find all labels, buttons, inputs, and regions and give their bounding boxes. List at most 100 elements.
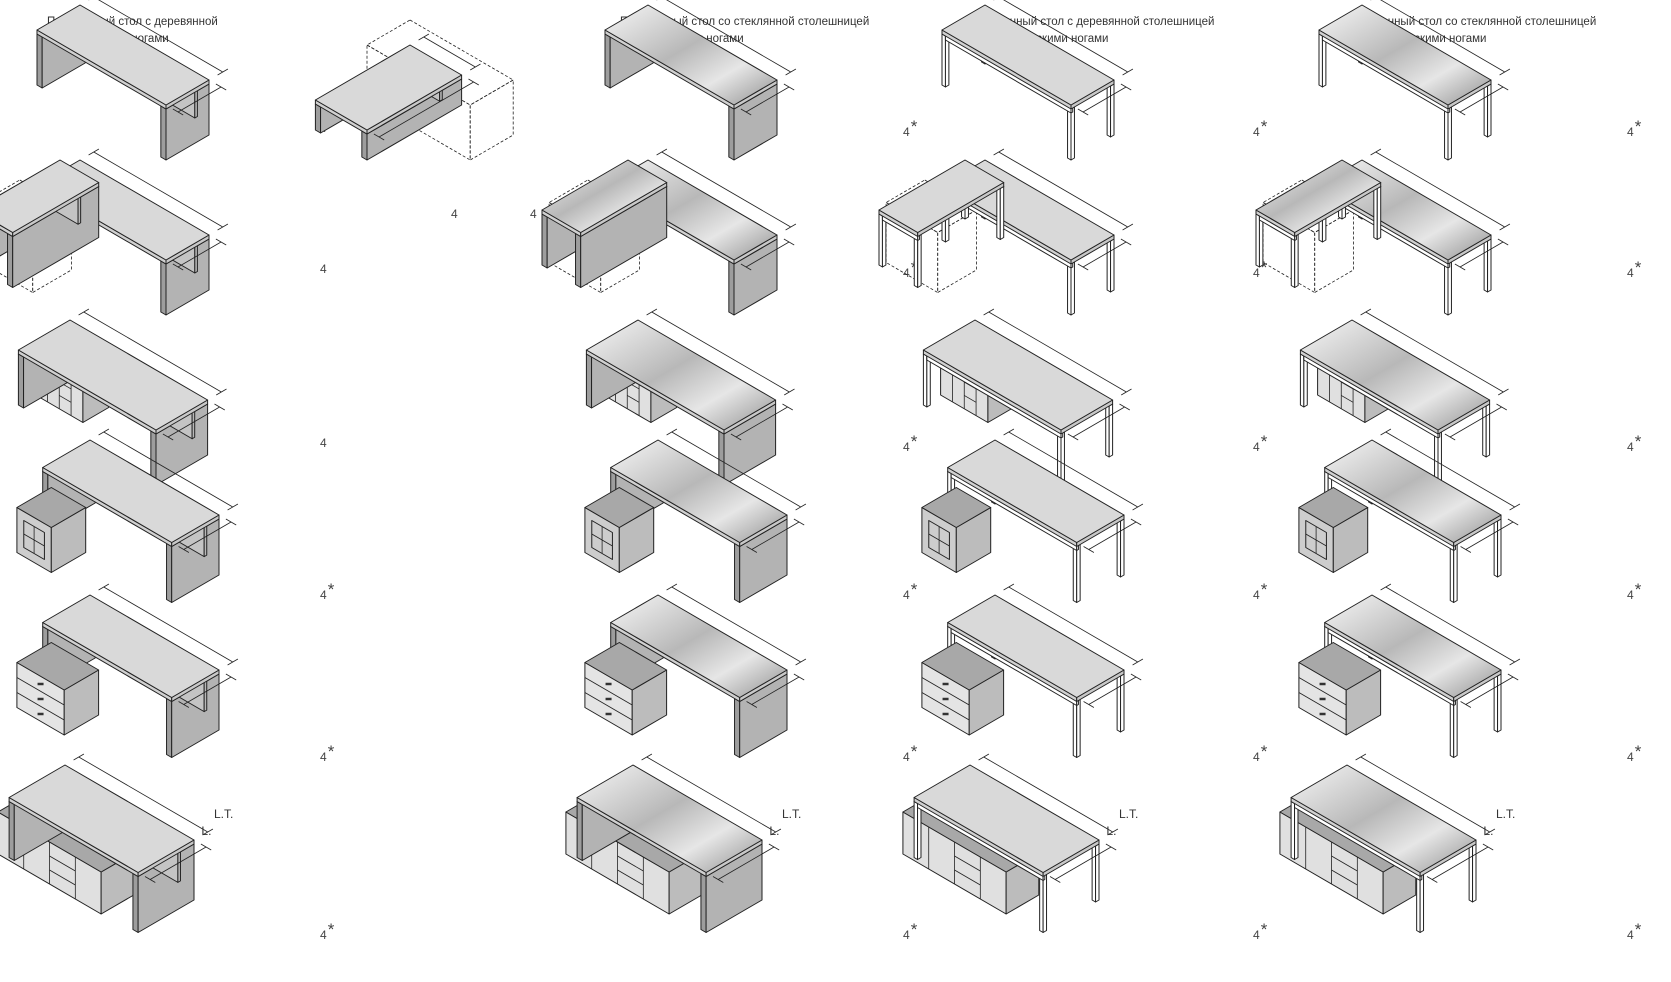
- footnote-marker: 4*: [320, 742, 334, 766]
- desk-drawing-r1-c2: [604, 0, 797, 161]
- desk-drawing-r4-c4: [1298, 428, 1521, 603]
- footnote-number: 4: [1253, 588, 1260, 602]
- footnote-asterisk: *: [1634, 432, 1642, 451]
- desk-drawing-r3-c4: [1299, 308, 1509, 486]
- footnote-asterisk: *: [1260, 580, 1268, 599]
- desk-drawing-r6-c2: L.T.L.: [565, 753, 801, 933]
- desk-drawing-r5-c1: [16, 583, 239, 758]
- footnote-marker: 4*: [1627, 742, 1641, 766]
- footnote-asterisk: *: [910, 742, 918, 761]
- footnote-asterisk: *: [1634, 258, 1642, 277]
- footnote-asterisk: *: [327, 920, 335, 939]
- desk-drawing-r2-c2: [541, 148, 797, 316]
- footnote-number: 4: [1253, 750, 1260, 764]
- footnote-number: 4: [320, 750, 327, 764]
- dimension-label-lt: L.T.: [1496, 807, 1515, 821]
- footnote-asterisk: *: [327, 742, 335, 761]
- footnote-asterisk: *: [1260, 258, 1268, 277]
- footnote-marker: 4*: [1627, 580, 1641, 604]
- footnote-asterisk: *: [1260, 117, 1268, 136]
- footnote-asterisk: *: [327, 580, 335, 599]
- dimension-label-lt: L.T.: [782, 807, 801, 821]
- footnote-marker: 4*: [1627, 920, 1641, 944]
- footnote-asterisk: *: [1634, 920, 1642, 939]
- footnote-asterisk: *: [910, 117, 918, 136]
- desk-drawing-r1-c4: [1318, 0, 1511, 161]
- footnote-number: 4: [1627, 125, 1634, 139]
- desk-drawing-r1-c3: [941, 0, 1134, 161]
- footnote-number: 4: [1253, 440, 1260, 454]
- dimension-label-l: L.: [1483, 824, 1493, 838]
- dimension-label-l: L.: [769, 824, 779, 838]
- dimension-label-lt: L.T.: [214, 807, 233, 821]
- footnote-number: 4: [903, 266, 910, 280]
- desk-drawing-r4-c3: [921, 428, 1144, 603]
- footnote-number: 4: [1627, 266, 1634, 280]
- desk-drawing-r3-c1: [17, 308, 227, 486]
- footnote-marker: 4*: [1253, 580, 1267, 604]
- footnote-number: 4: [903, 928, 910, 942]
- footnote-asterisk: *: [1260, 742, 1268, 761]
- footnote-marker: 4*: [1627, 258, 1641, 282]
- dimension-label-l: L.: [201, 824, 211, 838]
- desk-drawing-r3-c2: [585, 308, 795, 486]
- footnote-number: 4: [1253, 125, 1260, 139]
- desk-drawing-r4-c1: [16, 428, 239, 603]
- footnote-marker: 4*: [320, 920, 334, 944]
- footnote-number: 4: [1253, 928, 1260, 942]
- footnote-number: 4: [1253, 266, 1260, 280]
- footnote-marker: 4*: [1253, 432, 1267, 456]
- column-heading-line: Письменный стол с деревянной столешницей: [969, 16, 1215, 28]
- footnote-marker: 4: [320, 262, 327, 276]
- desk-drawing-r6-c3: L.T.L.: [902, 753, 1138, 933]
- footnote-marker: 4*: [1253, 258, 1267, 282]
- footnote-asterisk: *: [1260, 432, 1268, 451]
- footnote-number: 4: [1627, 588, 1634, 602]
- footnote-number: 4: [530, 207, 537, 221]
- footnote-marker: 4*: [1253, 920, 1267, 944]
- footnote-number: 4: [903, 750, 910, 764]
- desk-drawing-r4-c2: [584, 428, 807, 603]
- footnote-number: 4: [1627, 750, 1634, 764]
- footnote-number: 4: [320, 588, 327, 602]
- footnote-marker: 4*: [1627, 432, 1641, 456]
- footnote-asterisk: *: [1260, 920, 1268, 939]
- footnote-number: 4: [903, 125, 910, 139]
- footnote-asterisk: *: [1634, 580, 1642, 599]
- footnote-number: 4: [1627, 440, 1634, 454]
- desk-drawing-r2-c3: [878, 148, 1134, 316]
- footnote-marker: 4*: [1253, 117, 1267, 141]
- footnote-number: 4: [903, 588, 910, 602]
- footnote-marker: 4*: [1627, 117, 1641, 141]
- footnote-number: 4: [451, 207, 458, 221]
- desk-drawing-r1-c1: [36, 0, 229, 161]
- desk-extension-drawing: [314, 19, 514, 161]
- desk-drawing-r6-c4: L.T.L.: [1279, 753, 1515, 933]
- desk-drawing-r5-c3: [921, 583, 1144, 758]
- footnote-asterisk: *: [910, 920, 918, 939]
- footnote-asterisk: *: [1634, 117, 1642, 136]
- footnote-marker: 4*: [903, 580, 917, 604]
- footnote-number: 4: [320, 436, 327, 450]
- footnote-asterisk: *: [910, 580, 918, 599]
- footnote-asterisk: *: [910, 432, 918, 451]
- footnote-marker: 4*: [320, 580, 334, 604]
- footnote-number: 4: [320, 928, 327, 942]
- desk-drawing-r6-c1: L.T.L.: [0, 753, 233, 933]
- footnote-asterisk: *: [1634, 742, 1642, 761]
- footnote-marker: 4*: [1253, 742, 1267, 766]
- dimension-label-l: L.: [1106, 824, 1116, 838]
- desk-drawing-r2-c1: [0, 148, 229, 316]
- footnote-number: 4: [903, 440, 910, 454]
- dimension-label-lt: L.T.: [1119, 807, 1138, 821]
- desk-drawing-r5-c2: [584, 583, 807, 758]
- footnote-number: 4: [1627, 928, 1634, 942]
- desk-drawing-r3-c3: [922, 308, 1132, 486]
- footnote-marker: 4*: [903, 117, 917, 141]
- footnote-marker: 4*: [903, 432, 917, 456]
- column-heading-line: Письменный стол со стеклянной столешнице…: [1347, 16, 1597, 28]
- footnote-marker: 4*: [903, 742, 917, 766]
- desk-drawing-r5-c4: [1298, 583, 1521, 758]
- desk-drawing-r2-c4: [1255, 148, 1511, 316]
- footnote-number: 4: [320, 262, 327, 276]
